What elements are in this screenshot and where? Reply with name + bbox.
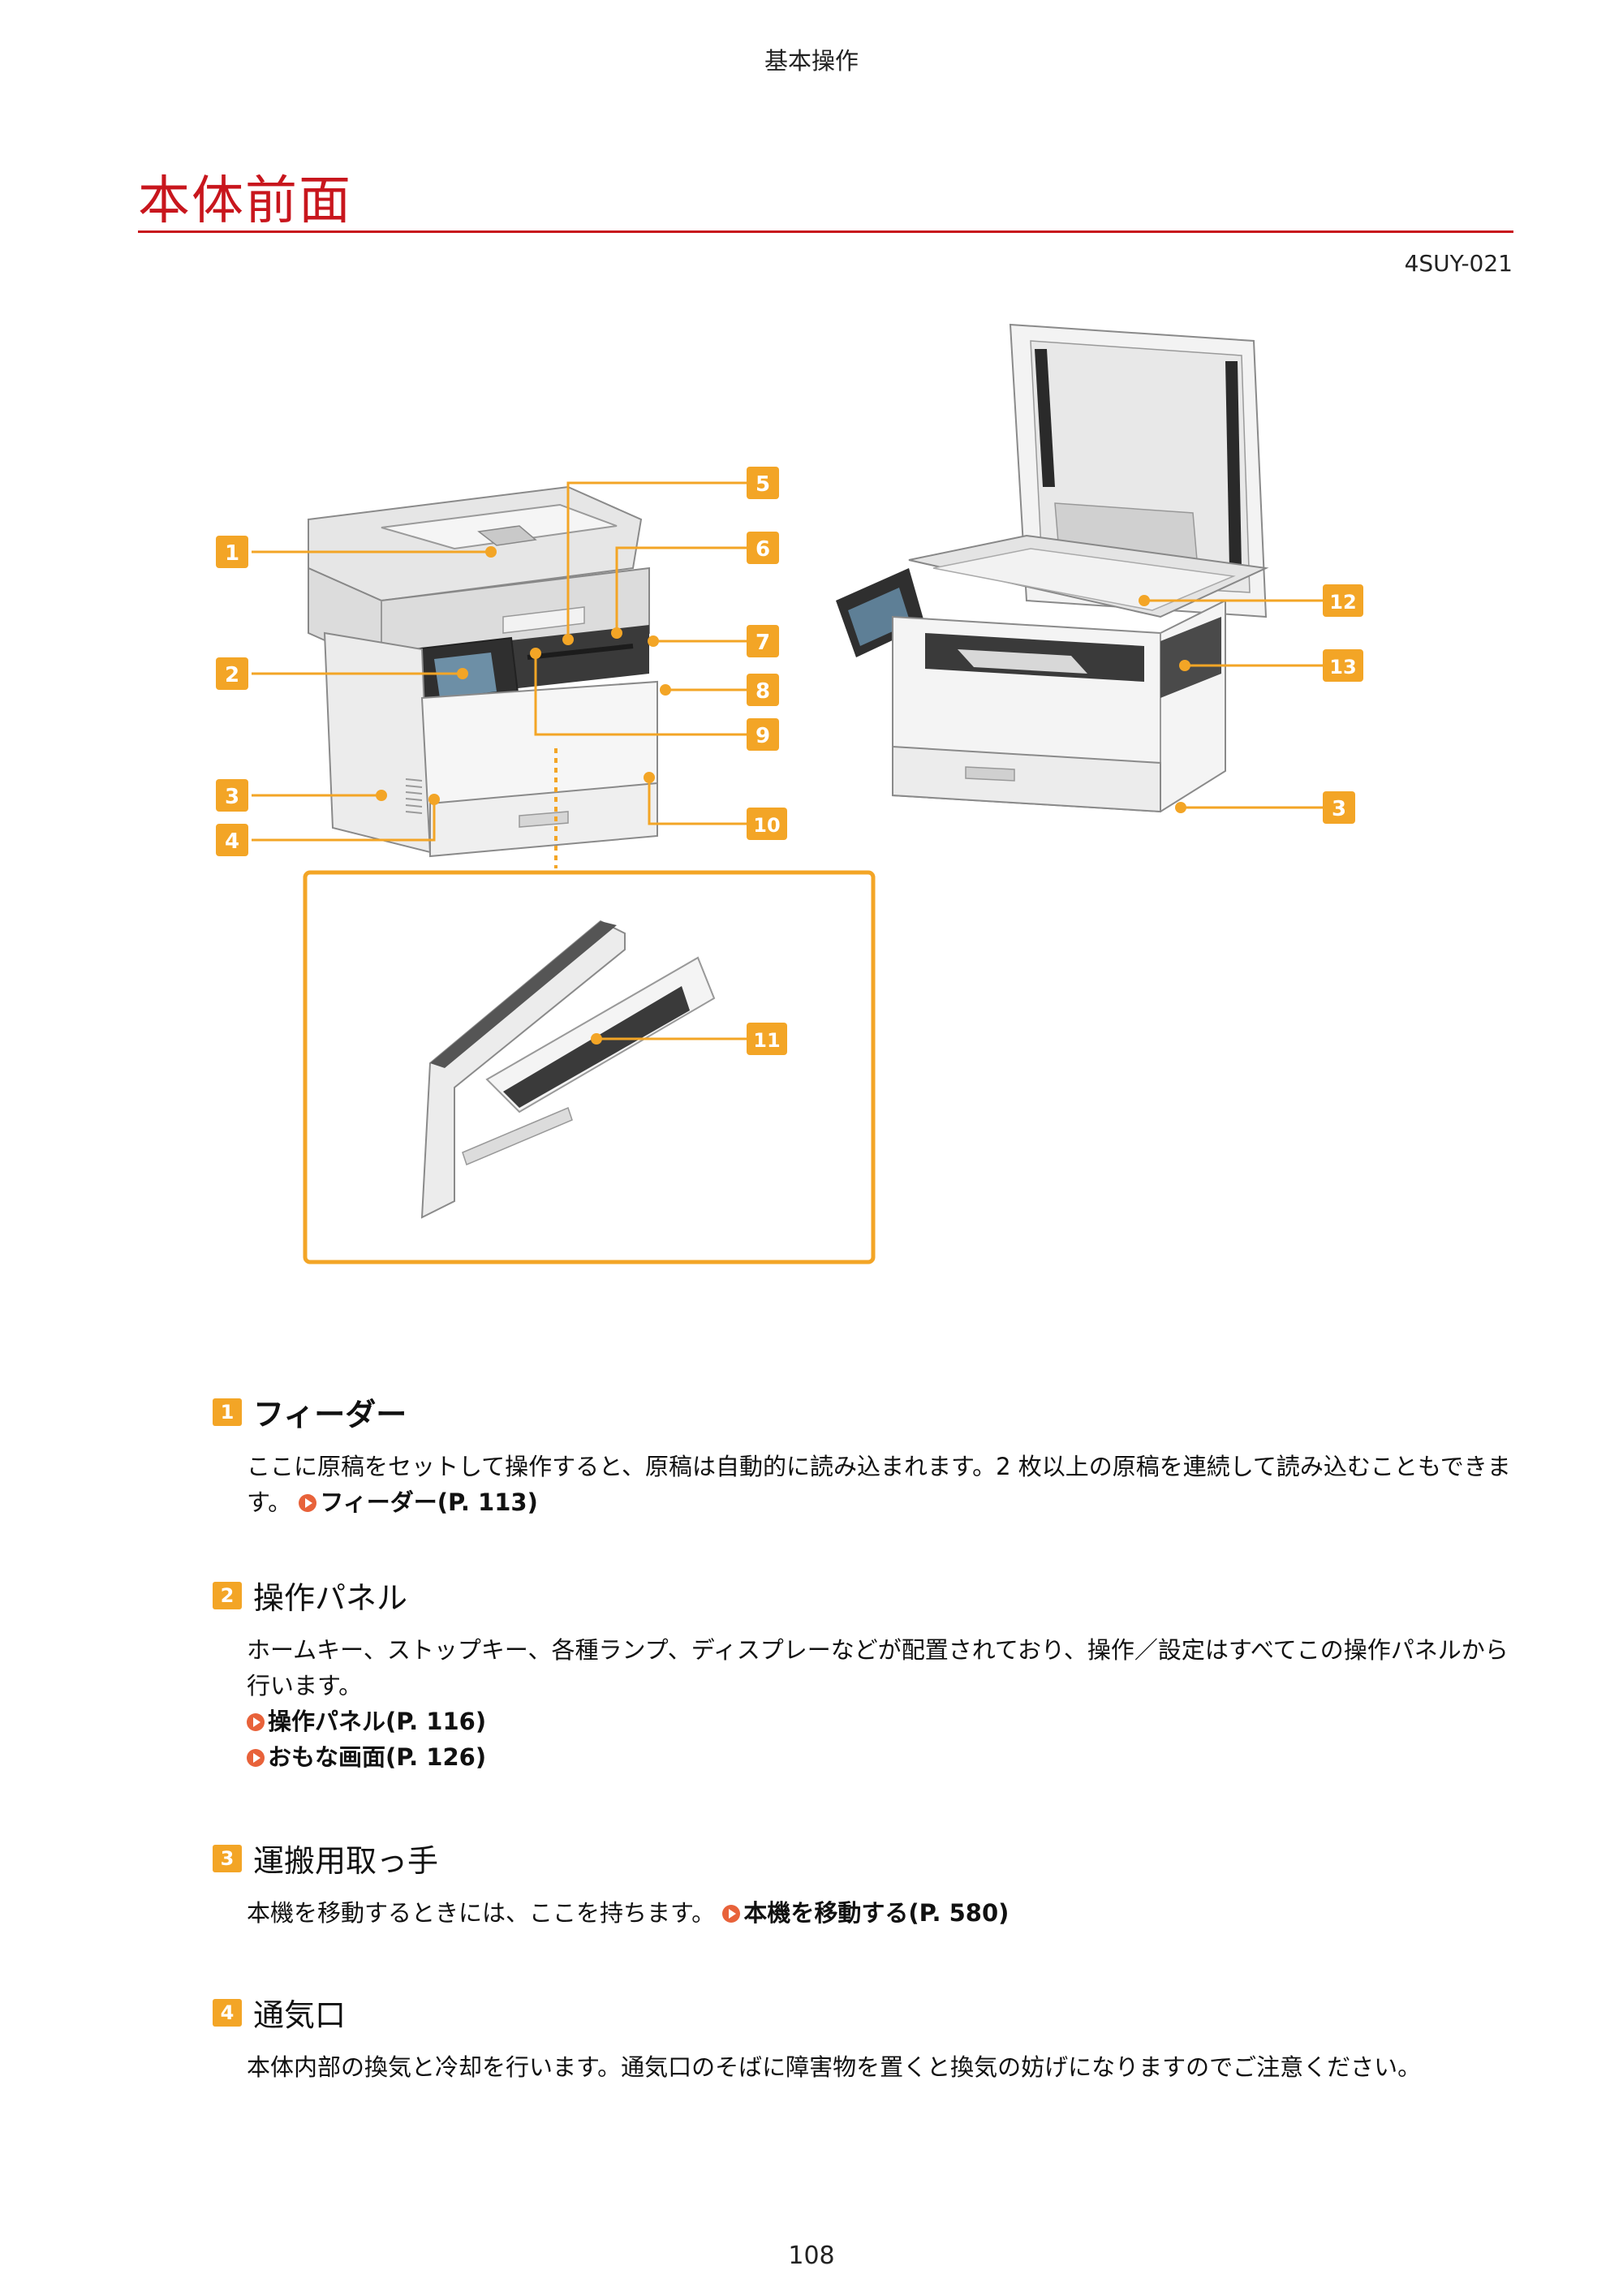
callout-dots (376, 546, 1190, 1045)
running-header: 基本操作 (764, 47, 859, 75)
callout-3-left: 3 (216, 779, 248, 812)
callout-1: 1 (216, 536, 248, 568)
link-move-machine[interactable]: 本機を移動する(P. 580) (722, 1899, 1009, 1927)
section-title: フィーダー (253, 1397, 407, 1432)
document-code: 4SUY-021 (1404, 250, 1513, 277)
svg-text:2: 2 (225, 663, 239, 687)
callout-2: 2 (216, 657, 248, 690)
svg-text:9: 9 (756, 724, 770, 748)
section-number-badge: 2 (213, 1581, 242, 1609)
callout-13: 13 (1323, 649, 1363, 682)
section-carrying-handle: 3 運搬用取っ手 本機を移動するときには、ここを持ちます。 本機を移動する(P.… (213, 1836, 1514, 1931)
section-description: ここに原稿をセットして操作すると、原稿は自動的に読み込まれます。2 枚以上の原稿… (247, 1453, 1511, 1516)
link-arrow-icon (247, 1749, 265, 1767)
page-number: 108 (788, 2242, 835, 2270)
section-title: 操作パネル (253, 1580, 408, 1616)
callout-10: 10 (747, 808, 787, 840)
link-arrow-icon (247, 1713, 265, 1731)
page-title: 本体前面 (138, 171, 352, 231)
svg-text:10: 10 (753, 814, 780, 837)
section-feeder: 1 フィーダー ここに原稿をセットして操作すると、原稿は自動的に読み込まれます。… (213, 1389, 1514, 1520)
svg-text:12: 12 (1329, 591, 1356, 614)
section-control-panel: 2 操作パネル ホームキー、ストップキー、各種ランプ、ディスプレーなどが配置され… (213, 1573, 1514, 1775)
svg-text:5: 5 (756, 472, 770, 497)
section-description: ホームキー、ストップキー、各種ランプ、ディスプレーなどが配置されており、操作／設… (247, 1636, 1509, 1699)
section-description: 本体内部の換気と冷却を行います。通気口のそばに障害物を置くと換気の妨げになります… (247, 2053, 1422, 2081)
link-control-panel[interactable]: 操作パネル(P. 116) (247, 1704, 1514, 1739)
callout-8: 8 (747, 674, 779, 706)
svg-text:6: 6 (756, 537, 770, 562)
callout-11: 11 (747, 1023, 787, 1055)
svg-text:8: 8 (756, 679, 770, 704)
callout-3-right: 3 (1323, 791, 1355, 824)
printer-open-lid-illustration (836, 323, 1269, 813)
callout-6: 6 (747, 532, 779, 564)
link-main-screens[interactable]: おもな画面(P. 126) (247, 1739, 1514, 1775)
section-title: 通気口 (253, 1997, 347, 2033)
printer-front-illustration (308, 485, 658, 858)
svg-text:4: 4 (225, 829, 239, 854)
svg-text:11: 11 (753, 1029, 780, 1052)
svg-text:3: 3 (225, 785, 239, 809)
section-ventilation: 4 通気口 本体内部の換気と冷却を行います。通気口のそばに障害物を置くと換気の妨… (213, 1990, 1514, 2085)
svg-text:13: 13 (1329, 656, 1356, 678)
link-feeder[interactable]: フィーダー(P. 113) (299, 1488, 538, 1516)
manual-feed-tray-inset (303, 748, 876, 1264)
callout-7: 7 (747, 625, 779, 657)
link-arrow-icon (299, 1494, 317, 1512)
callout-leader-lines (252, 481, 1323, 1040)
section-description: 本機を移動するときには、ここを持ちます。 (247, 1899, 716, 1927)
callout-4: 4 (216, 824, 248, 856)
link-arrow-icon (722, 1905, 741, 1923)
svg-text:3: 3 (1332, 797, 1346, 821)
section-number-badge: 1 (213, 1398, 242, 1426)
svg-text:1: 1 (225, 541, 239, 566)
callout-12: 12 (1323, 584, 1363, 617)
svg-text:7: 7 (756, 631, 770, 655)
callout-9: 9 (747, 718, 779, 751)
title-rule (138, 230, 1513, 233)
printer-front-figure: 1 2 3 4 5 6 7 8 9 10 11 12 13 3 (216, 323, 1363, 1264)
section-number-badge: 3 (213, 1844, 242, 1872)
callout-5: 5 (747, 467, 779, 499)
section-title: 運搬用取っ手 (253, 1843, 439, 1879)
section-number-badge: 4 (213, 1998, 242, 2027)
